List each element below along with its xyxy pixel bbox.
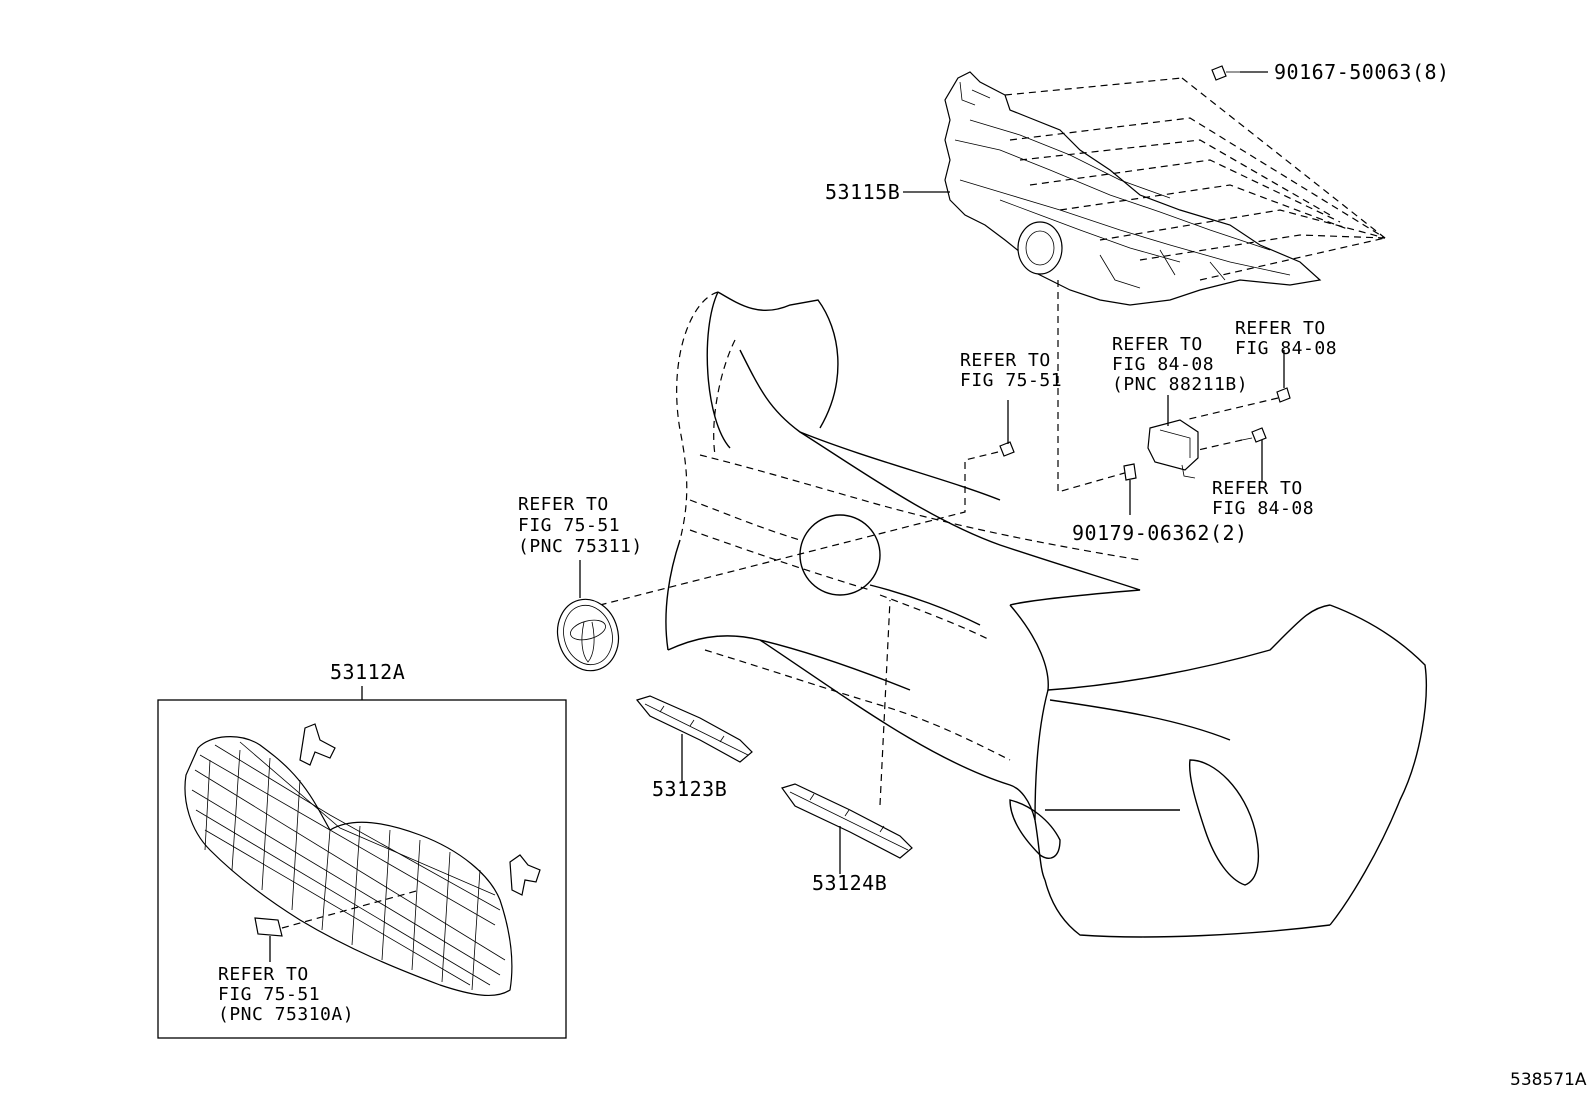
bolt-center-line [599,451,999,606]
bolt-icon [999,441,1015,457]
grille-part [184,736,513,996]
absorber-part [944,71,1322,306]
bracket-icon [509,854,541,896]
bracket-icon [299,723,336,766]
part-number-garnish-left: 53123B [652,777,727,801]
ref-sensor-line1: REFER TO [1112,334,1203,355]
bumper-cover [665,291,1427,938]
ref-grille-emblem-line1: REFER TO [218,964,309,985]
part-number-grille: 53112A [330,660,405,684]
ref-emblem-line2: FIG 75-51 [518,515,620,536]
clip-icon [1123,463,1137,481]
garnish-right-line [879,599,891,806]
grille-box [157,699,567,1039]
ref-sensor-bolt-side-line2: FIG 84-08 [1212,498,1314,519]
ref-bolt-center-line2: FIG 75-51 [960,370,1062,391]
bolt-icon [1276,387,1291,403]
bolt-icon [1241,427,1267,443]
emblem-icon [556,598,620,672]
ref-emblem-line1: REFER TO [518,494,609,515]
part-number-garnish-right: 53124B [812,871,887,895]
ref-sensor-line2: FIG 84-08 [1112,354,1214,375]
bolt-icon [1211,65,1240,81]
sensor-bolt-line-top [1184,397,1279,421]
ref-grille-emblem-line3: (PNC 75310A) [218,1004,354,1025]
ref-emblem-line3: (PNC 75311) [518,536,643,557]
figure-id: 538571A [1510,1070,1587,1090]
ref-sensor-bolt-top-line1: REFER TO [1235,318,1326,339]
ref-sensor-bolt-top-line2: FIG 84-08 [1235,338,1337,359]
part-number-bolt-top: 90167-50063(8) [1274,60,1450,84]
part-number-absorber: 53115B [825,180,900,204]
sensor-icon [1147,419,1199,479]
part-number-clip: 90179-06362(2) [1072,521,1248,545]
ref-grille-emblem-line2: FIG 75-51 [218,984,320,1005]
absorber-bolt-lines [1004,77,1386,281]
ref-bolt-center-line1: REFER TO [960,350,1051,371]
ref-sensor-line3: (PNC 88211B) [1112,374,1248,395]
garnish-left [635,695,753,763]
garnish-right [781,783,913,859]
sensor-bolt-line-side [1197,439,1243,451]
ref-sensor-bolt-side-line1: REFER TO [1212,478,1303,499]
grille-emblem-icon [254,917,283,937]
